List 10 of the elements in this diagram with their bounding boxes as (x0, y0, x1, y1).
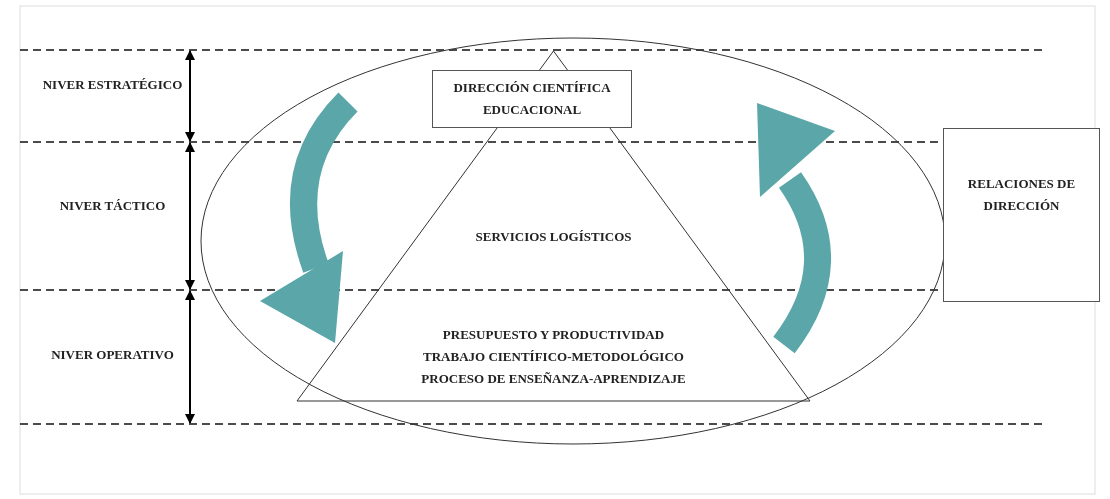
level-item: PRESUPUESTO Y PRODUCTIVIDAD (441, 326, 666, 344)
level-text: SERVICIOS LOGÍSTICOS (474, 228, 633, 246)
ellipse (200, 37, 946, 445)
text-box: RELACIONES DE DIRECCIÓN (943, 128, 1100, 302)
level-label: NIVER TÁCTICO (58, 197, 167, 215)
level-label: NIVER ESTRATÉGICO (41, 76, 184, 94)
level-item: PROCESO DE ENSEÑANZA-APRENDIZAJE (420, 370, 687, 388)
text-box: DIRECCIÓN CIENTÍFICA EDUCACIONAL (432, 70, 632, 128)
level-item: TRABAJO CIENTÍFICO-METODOLÓGICO (422, 348, 685, 366)
level-label: NIVER OPERATIVO (50, 346, 175, 364)
